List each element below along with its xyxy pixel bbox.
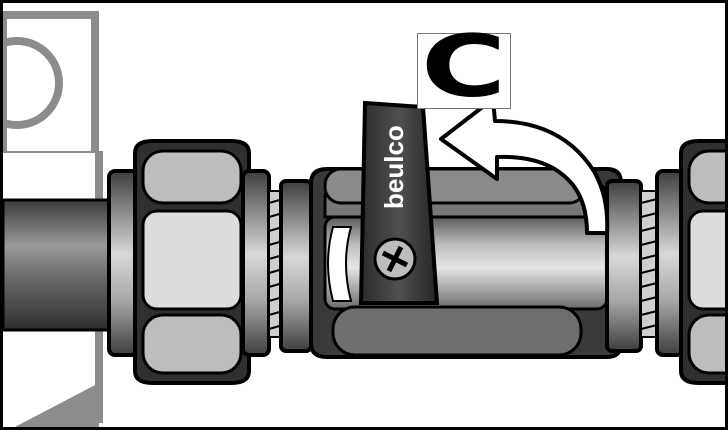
right-thread: [605, 139, 725, 385]
valve-illustration: beulco: [3, 11, 725, 427]
step-label-box: C: [417, 24, 511, 110]
screw-icon: [373, 237, 417, 281]
step-label: C: [421, 17, 507, 117]
rotate-arrow-icon: [439, 97, 610, 235]
valve-body-icon: [309, 167, 623, 359]
brand-text: beulco: [379, 125, 409, 209]
compression-nut-icon: [107, 139, 271, 385]
left-pipe: [3, 198, 117, 332]
left-thread: [268, 179, 313, 353]
